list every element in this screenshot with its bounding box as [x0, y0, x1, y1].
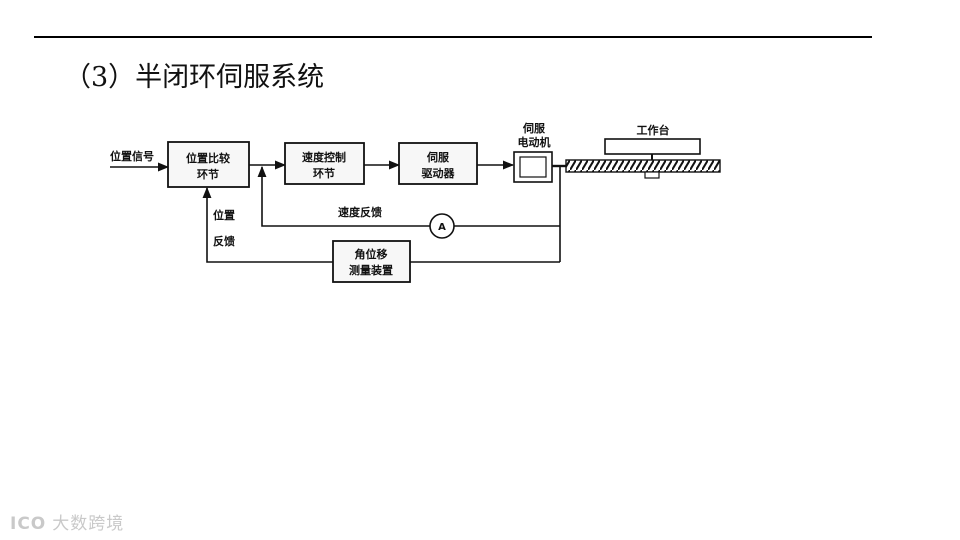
- position-feedback-label-2: 反馈: [213, 234, 235, 248]
- speed-control-block: 速度控制 环节: [284, 142, 365, 185]
- speed-control-line1: 速度控制: [302, 150, 346, 164]
- servo-motor-line2: 电动机: [518, 135, 551, 149]
- slide-title: （3）半闭环伺服系统: [64, 62, 325, 93]
- speed-feedback-label: 速度反馈: [338, 205, 382, 219]
- speed-control-line2: 环节: [313, 166, 335, 180]
- watermark-text: 大数跨境: [52, 514, 125, 534]
- tachometer-meter: A: [429, 213, 455, 239]
- servo-drive-line1: 伺服: [426, 150, 450, 164]
- position-compare-block: 位置比较 环节: [167, 141, 250, 188]
- servo-motor: 伺服 电动机: [513, 121, 566, 183]
- angle-measure-line2: 测量装置: [349, 263, 393, 277]
- servo-motor-line1: 伺服: [522, 121, 546, 135]
- watermark-logo: ICO: [10, 514, 47, 534]
- position-compare-line2: 环节: [197, 167, 219, 181]
- position-compare-line1: 位置比较: [186, 151, 230, 165]
- lead-screw: [565, 159, 721, 173]
- meter-symbol: A: [438, 222, 446, 233]
- speed-feedback-line-left: [257, 165, 430, 227]
- worktable-label: 工作台: [637, 123, 670, 137]
- servo-drive-line2: 驱动器: [422, 166, 456, 180]
- input-label: 位置信号: [110, 149, 154, 163]
- angle-measure-line1: 角位移: [355, 247, 388, 261]
- title-rule: [34, 36, 872, 38]
- worktable: 工作台: [604, 123, 701, 179]
- servo-drive-block: 伺服 驱动器: [398, 142, 478, 185]
- position-feedback-line-left: [202, 186, 333, 263]
- angle-measure-block: 角位移 测量装置: [332, 240, 411, 283]
- position-feedback-label-1: 位置: [213, 208, 235, 222]
